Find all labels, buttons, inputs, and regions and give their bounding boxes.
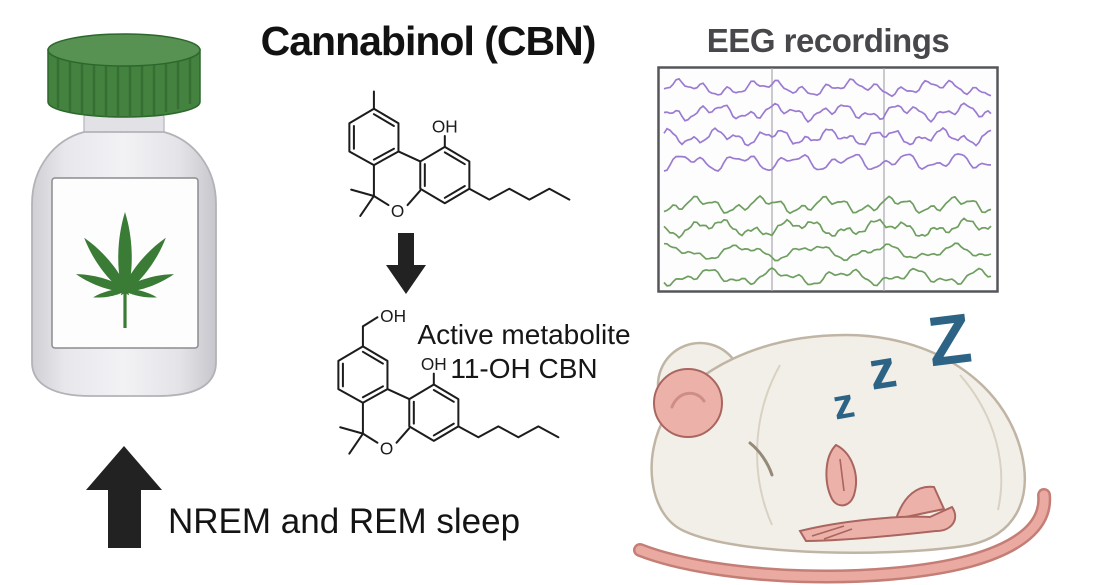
page-title: Cannabinol (CBN) xyxy=(260,18,597,64)
rat-hind-foot xyxy=(798,485,957,543)
oxygen-label-2: O xyxy=(380,439,393,459)
eeg-trace xyxy=(663,126,992,147)
eeg-trace xyxy=(663,217,992,239)
leaf-stem xyxy=(123,292,127,328)
eeg-trace xyxy=(663,102,992,124)
pill-bottle-illustration xyxy=(31,33,217,397)
oxygen-label: O xyxy=(391,201,404,221)
rat-ear xyxy=(653,368,723,438)
eeg-trace xyxy=(663,77,992,98)
eeg-panel xyxy=(657,66,999,293)
metabolite-caption: Active metabolite 11-OH CBN xyxy=(396,318,652,386)
cannabis-leaf-icon xyxy=(76,212,174,328)
sleep-effect-label: NREM and REM sleep xyxy=(168,502,521,541)
cbn-structure: OH O xyxy=(348,90,571,221)
eeg-traces xyxy=(663,77,992,287)
cbn-skeleton xyxy=(348,90,571,217)
eeg-trace xyxy=(663,266,992,287)
eeg-title: EEG recordings xyxy=(706,22,950,59)
metabolite-line2: 11-OH CBN xyxy=(450,353,598,384)
hydroxyl-label-2: OH xyxy=(421,354,447,374)
bottle-cap xyxy=(47,33,201,118)
metabolite-line1: Active metabolite xyxy=(417,319,631,350)
eeg-trace xyxy=(663,194,992,215)
down-arrow-icon xyxy=(386,233,426,294)
eeg-trace xyxy=(663,242,992,262)
rat-tail xyxy=(633,488,1052,584)
oh-cbn-skeleton xyxy=(337,316,560,455)
hydroxyl-label: OH xyxy=(432,116,458,136)
hydroxymethyl-oh-label: OH xyxy=(380,306,406,326)
oh-cbn-structure: OH OH O xyxy=(337,306,560,459)
rat-front-paw xyxy=(825,443,857,507)
up-arrow-icon xyxy=(86,446,162,548)
rat-closed-eye xyxy=(748,441,774,477)
eeg-trace xyxy=(663,153,991,172)
zzz-large: Z xyxy=(923,298,976,382)
sleeping-rat-illustration xyxy=(633,333,1052,584)
